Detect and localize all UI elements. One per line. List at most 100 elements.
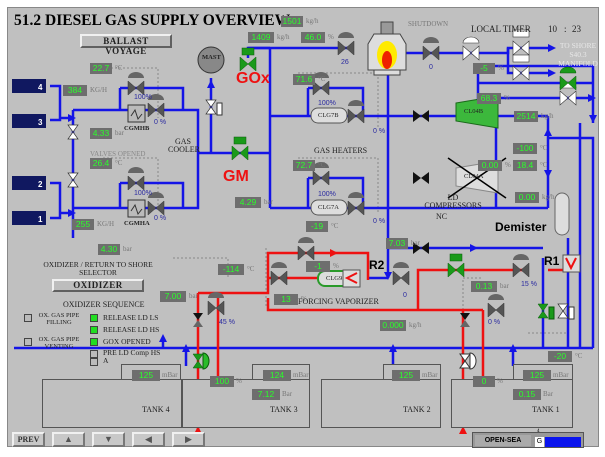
clg7b-label: CLG7B bbox=[318, 112, 339, 119]
demister-label: Demister bbox=[495, 220, 547, 234]
checkbox[interactable] bbox=[24, 338, 32, 346]
flow-arrow bbox=[589, 115, 597, 123]
compressor-a-flow: 0.00 bbox=[515, 192, 539, 203]
heater-b-bypass-pct: 100% bbox=[318, 100, 336, 107]
flow-arrow bbox=[68, 209, 76, 217]
heater-a-out-temp: -19 bbox=[306, 221, 328, 232]
nc-label: NC bbox=[436, 212, 448, 221]
heater-a-bypass-pct: 100% bbox=[318, 191, 336, 198]
vaporizer-inlet-temp: -114 bbox=[218, 264, 244, 275]
tank-1[interactable] bbox=[451, 379, 573, 428]
nav-down-button[interactable]: ▼ bbox=[92, 432, 125, 447]
open-sea-panel[interactable]: OPEN-SEA G 4 bbox=[472, 429, 584, 448]
clg4b-label: CL04B bbox=[464, 108, 484, 115]
gas-heater-b-icon bbox=[310, 107, 348, 124]
cooler-hb-temp: 22.7 bbox=[90, 63, 112, 74]
nav-right-button[interactable]: ▶ bbox=[172, 432, 205, 447]
open-sea-g-indicator: G bbox=[535, 437, 544, 447]
unit-label: % bbox=[333, 262, 339, 270]
compressor-b-pct: 68.3 bbox=[477, 93, 501, 104]
open-sea-label: OPEN-SEA bbox=[475, 435, 531, 446]
check-ox-pipe-filling[interactable] bbox=[24, 314, 32, 322]
prev-button[interactable]: PREV bbox=[12, 432, 45, 447]
clg9-label: CLG9 bbox=[326, 275, 343, 282]
step-led-release-ld-hs bbox=[90, 326, 98, 334]
burner-icon bbox=[367, 21, 407, 76]
to-shore-label: TO SHORE S40.3 MANIFOLD bbox=[558, 41, 598, 68]
flow-arrow bbox=[384, 272, 392, 280]
heater-b-valve-pct: 0 % bbox=[373, 128, 386, 135]
flow-arrow bbox=[509, 344, 517, 352]
unit-label: kg/h bbox=[306, 17, 319, 25]
tank1-press: 125 bbox=[523, 370, 551, 381]
instrument-line bbox=[103, 67, 159, 118]
flow-arrow bbox=[544, 170, 552, 178]
cooler-hb-flow: 384 bbox=[63, 85, 87, 96]
nav-left-button[interactable]: ◀ bbox=[132, 432, 165, 447]
gm-label: GM bbox=[223, 168, 249, 185]
unit-label: mBar bbox=[553, 371, 569, 379]
cgmha-label: CGMHA bbox=[124, 220, 150, 227]
timer-hours: 10 bbox=[548, 24, 557, 34]
tank2-name: TANK 2 bbox=[403, 405, 431, 414]
tank-3[interactable] bbox=[182, 379, 310, 428]
unit-label: mBar bbox=[293, 371, 309, 379]
flow-arrow bbox=[389, 344, 397, 352]
unit-label: bar bbox=[115, 129, 124, 137]
tank1-name: TANK 1 bbox=[532, 405, 560, 414]
gas-heaters-label: GAS HEATERS bbox=[314, 146, 368, 155]
tank-4[interactable] bbox=[42, 379, 182, 428]
tank3-name: TANK 3 bbox=[270, 405, 298, 414]
flow-arrow bbox=[459, 426, 467, 434]
unit-label: °C bbox=[331, 222, 339, 230]
unit-label: bar bbox=[189, 292, 198, 300]
unit-label: mBar bbox=[422, 371, 438, 379]
unit-label: % bbox=[236, 377, 242, 385]
heater-b-temp: 71.6 bbox=[293, 74, 315, 85]
mid-valve-pct: 0 % bbox=[488, 319, 501, 326]
tank-2[interactable] bbox=[321, 379, 441, 428]
unit-label: °C bbox=[318, 75, 326, 83]
svg-text:4: 4 bbox=[38, 83, 43, 92]
shore-valve-icon bbox=[462, 45, 472, 61]
generator-2-icon bbox=[12, 176, 46, 190]
cooler-ha-valve-pct: 0 % bbox=[154, 215, 167, 222]
cooler-hb-bypass-pct: 100% bbox=[134, 94, 152, 101]
ballast-voyage-button[interactable]: BALLAST VOYAGE bbox=[80, 34, 172, 56]
unit-label: °C bbox=[115, 64, 123, 72]
unit-label: kg/h bbox=[409, 321, 422, 329]
checkbox[interactable] bbox=[24, 314, 32, 322]
unit-label: °C bbox=[247, 265, 255, 273]
local-timer-label: LOCAL TIMER bbox=[471, 24, 531, 34]
vaporizer-out-valve-pct: 0 bbox=[403, 292, 407, 299]
tank1-pump-pct: 0 bbox=[473, 376, 495, 387]
gas-cooler-label: GAS COOLER bbox=[168, 137, 200, 154]
oxidizer-selector-button[interactable]: OXIDIZER bbox=[52, 279, 144, 292]
tank3-pump-press: 7.12 bbox=[252, 389, 280, 400]
step-led-pre-ld-comp bbox=[90, 350, 98, 358]
page-title: 51.2 DIESEL GAS SUPPLY OVERVIEW bbox=[14, 12, 291, 29]
step-label: RELEASE LD LS bbox=[103, 313, 159, 322]
unit-label: kg/h bbox=[277, 33, 290, 41]
flow-arrow bbox=[548, 69, 556, 77]
unit-label: Bar bbox=[282, 390, 293, 398]
instrument-line bbox=[103, 157, 159, 208]
instrument-line bbox=[298, 157, 379, 213]
vaporizer-bypass-pct: -1 bbox=[306, 261, 330, 272]
unit-label: °C bbox=[540, 161, 548, 169]
vaporizer-ctrl-pct: 13 bbox=[274, 294, 298, 305]
unit-label: °C bbox=[540, 144, 548, 152]
gas-heater-a-icon bbox=[310, 199, 348, 216]
flow-arrow bbox=[330, 249, 338, 257]
tank1-pump-press: 0.15 bbox=[513, 389, 541, 400]
flow-arrow bbox=[544, 128, 552, 136]
shutdown-label: SHUTDOWN bbox=[408, 20, 449, 28]
check-ox-pipe-venting[interactable] bbox=[24, 338, 32, 346]
step-label: GOX OPENED bbox=[103, 337, 151, 346]
cooler-ha-bypass-pct: 100% bbox=[134, 190, 152, 197]
compressor-b-temp: -100 bbox=[513, 143, 537, 154]
mast-label: MAST bbox=[202, 54, 221, 61]
step-led-pre-ld-comp-2 bbox=[90, 358, 98, 366]
nav-up-button[interactable]: ▲ bbox=[52, 432, 85, 447]
